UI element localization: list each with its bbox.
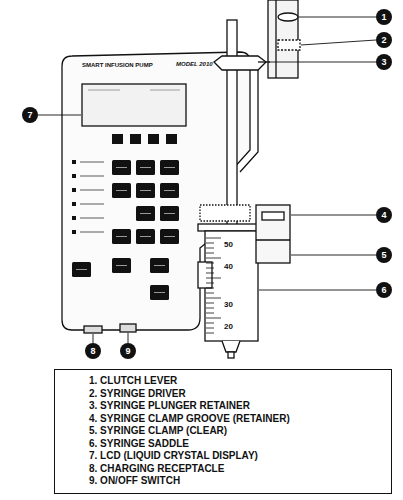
scale-number: 40 — [224, 262, 233, 271]
parts-list-entry: 8. CHARGING RECEPTACLE — [89, 463, 381, 476]
callout-number: 6 — [381, 285, 386, 295]
syringe-driver — [268, 0, 298, 78]
callout-number: 8 — [90, 346, 95, 356]
scale-number: 20 — [224, 322, 233, 331]
plunger-rod — [227, 20, 237, 225]
callout-circle: 8 — [85, 343, 101, 359]
parts-list-entry: 6. SYRINGE SADDLE — [89, 438, 381, 451]
keypad — [72, 134, 179, 300]
device-label: SMART INFUSION PUMP — [82, 62, 153, 68]
callout-number: 1 — [381, 12, 386, 22]
clutch-lever — [278, 13, 298, 21]
parts-list-entry: 7. LCD (LIQUID CRYSTAL DISPLAY) — [89, 450, 381, 463]
plunger-retainer — [214, 56, 266, 70]
callout-number: 2 — [381, 35, 386, 45]
callout-circle: 2 — [376, 32, 392, 48]
parts-list-entry: 1. CLUTCH LEVER — [89, 375, 381, 388]
callout-circle: 5 — [376, 247, 392, 263]
syringe-barrel — [205, 231, 258, 341]
syringe-scale — [206, 238, 221, 333]
callout-circle: 7 — [22, 107, 38, 123]
leader-lines — [38, 17, 376, 343]
callout-circle: 4 — [376, 207, 392, 223]
scale-number: 50 — [224, 240, 233, 249]
callout-circle: 6 — [376, 282, 392, 298]
parts-list-entry: 4. SYRINGE CLAMP GROOVE (RETAINER) — [89, 413, 381, 426]
callout-circle: 3 — [376, 54, 392, 70]
device-label: MODEL 2010 — [176, 61, 213, 67]
scale-number: 30 — [224, 300, 233, 309]
parts-list-entry: 9. ON/OFF SWITCH — [89, 475, 381, 488]
callout-number: 5 — [381, 250, 386, 260]
charging-receptacle — [84, 326, 102, 333]
parts-list-entry: 5. SYRINGE CLAMP (CLEAR) — [89, 425, 381, 438]
parts-list: 1. CLUTCH LEVER2. SYRINGE DRIVER3. SYRIN… — [54, 369, 392, 494]
parts-list-entry: 3. SYRINGE PLUNGER RETAINER — [89, 400, 381, 413]
syringe-clamp — [256, 205, 290, 263]
on-off-switch — [120, 324, 136, 332]
callout-number: 7 — [27, 110, 32, 120]
parts-list-entry: 2. SYRINGE DRIVER — [89, 388, 381, 401]
callout-circle: 1 — [376, 9, 392, 25]
callout-circle: 9 — [120, 343, 136, 359]
callout-number: 9 — [125, 346, 130, 356]
syringe-saddle — [198, 262, 212, 288]
lcd-screen — [82, 84, 186, 126]
callout-number: 4 — [381, 210, 386, 220]
callout-number: 3 — [381, 57, 386, 67]
